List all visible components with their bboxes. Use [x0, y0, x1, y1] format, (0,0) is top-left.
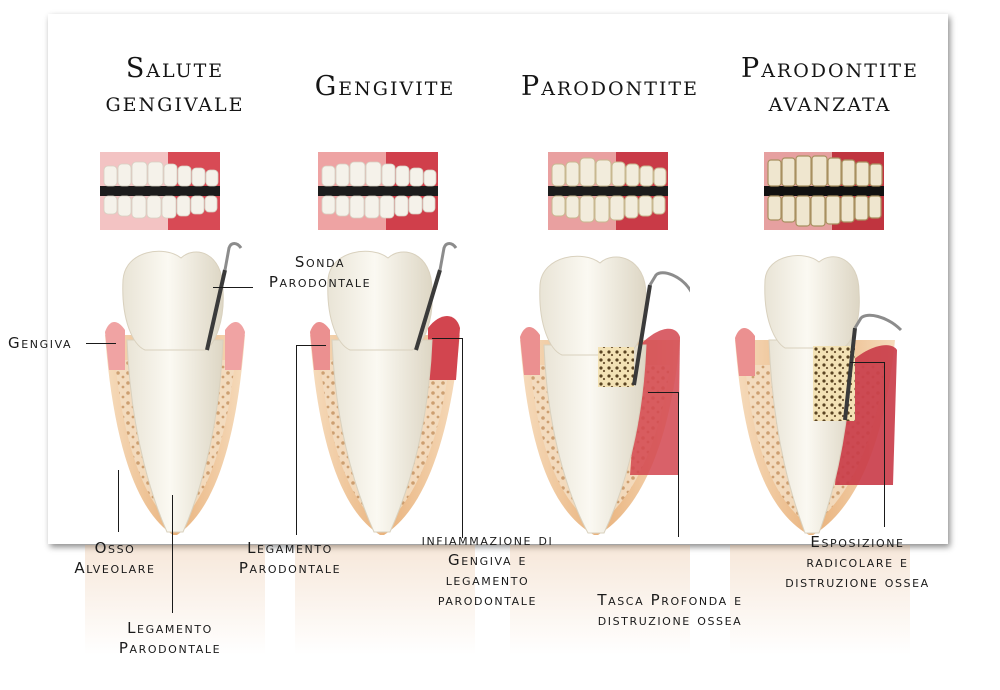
label-infiammazione: infiammazione di Gengiva e legamento par… — [421, 531, 554, 609]
label-osso-alveolare: Osso Alveolare — [74, 539, 156, 577]
tooth-section-advanced-periodontitis — [735, 255, 903, 535]
leader-legamento2-v — [296, 345, 297, 535]
tooth-section-healthy — [105, 242, 245, 535]
teeth-photo-healthy — [100, 152, 220, 230]
label-gengiva: Gengiva — [8, 334, 73, 352]
label-sonda-parodontale: Sonda Parodontale — [268, 253, 372, 291]
leader-esposizione-h — [850, 362, 884, 363]
leader-osso — [118, 470, 119, 532]
leader-legamento1 — [172, 495, 173, 613]
leader-infiammazione-h — [432, 338, 462, 339]
label-esposizione-radicolare: Esposizione radicolare e distruzione oss… — [785, 533, 930, 591]
leader-tasca-h — [648, 392, 678, 393]
tooth-section-gingivitis — [310, 242, 460, 535]
reflection-gingivitis — [295, 545, 475, 655]
stage-title-advanced-periodontitis: Parodontite avanzata — [741, 53, 919, 118]
stage-title-healthy: Salute gengivale — [105, 53, 245, 118]
leader-infiammazione-v — [462, 338, 463, 538]
reflection-advanced-periodontitis — [730, 545, 910, 655]
leader-legamento2-h — [296, 345, 326, 346]
teeth-photo-advanced-periodontitis — [764, 152, 884, 230]
reflection-periodontitis — [510, 545, 690, 655]
stage-title-periodontitis: Parodontite — [521, 71, 699, 102]
reflection-healthy — [85, 545, 265, 655]
label-tasca-profonda: Tasca Profonda e distruzione ossea — [597, 591, 743, 629]
label-legamento-parodontale-2: Legamento Parodontale — [238, 539, 342, 577]
leader-tasca-v — [678, 392, 679, 537]
stage-title-gingivitis: Gengivite — [314, 71, 456, 102]
leader-esposizione-v — [884, 362, 885, 527]
teeth-photo-periodontitis — [548, 152, 668, 230]
leader-sonda — [213, 287, 253, 288]
label-legamento-parodontale-1: Legamento Parodontale — [118, 619, 222, 657]
leader-gengiva — [86, 343, 116, 344]
tooth-section-periodontitis — [520, 255, 690, 535]
teeth-photo-gingivitis — [318, 152, 438, 230]
